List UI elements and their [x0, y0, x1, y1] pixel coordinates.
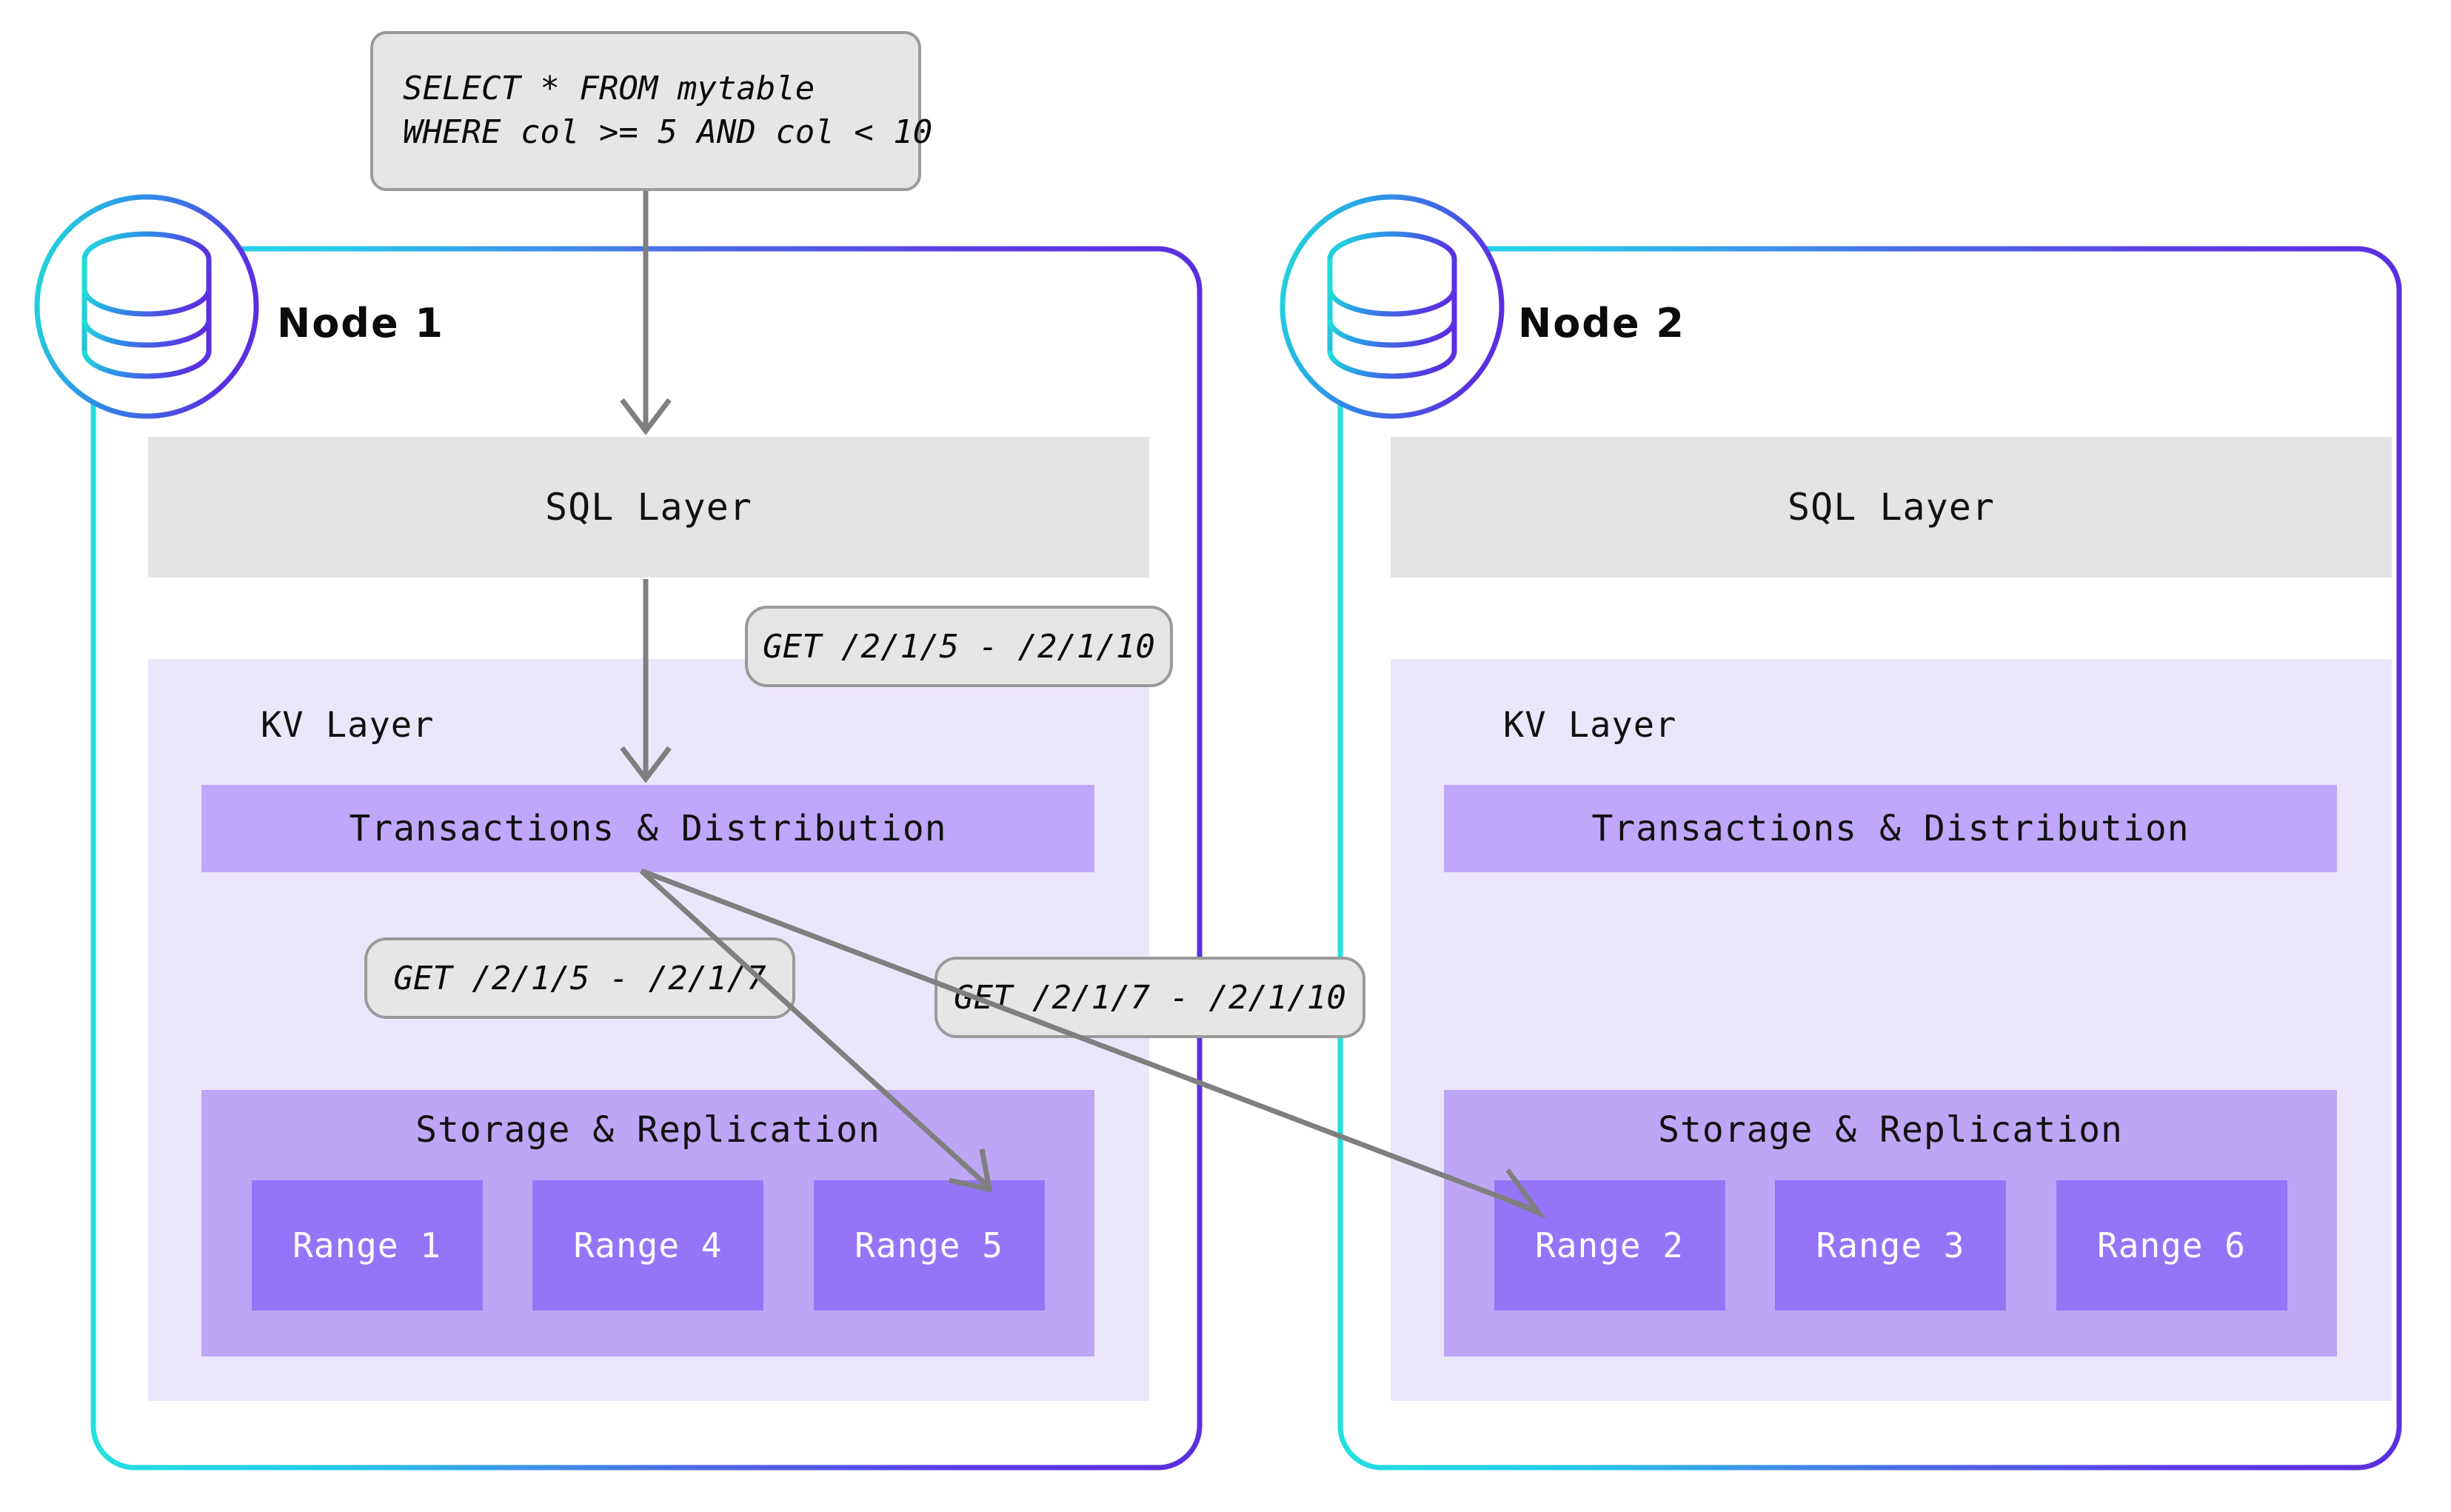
remote-range-request-badge: GET /2/1/7 - /2/1/10: [934, 957, 1365, 1038]
node-1-storage: Storage & Replication Range 1 Range 4 Ra…: [201, 1090, 1094, 1357]
local-range-request-badge: GET /2/1/5 - /2/1/7: [364, 937, 795, 1019]
node-1-icon-circle: [34, 194, 259, 419]
sql-query-box: SELECT * FROM mytable WHERE col >= 5 AND…: [370, 31, 932, 191]
node-1-range-5[interactable]: Range 5: [813, 1180, 1045, 1311]
node-2-range-2[interactable]: Range 2: [1494, 1180, 1725, 1311]
node-2-transactions-label: Transactions & Distribution: [1591, 808, 2190, 849]
node-1-database-icon: [81, 231, 212, 379]
node-2-sql-layer-label: SQL Layer: [1788, 486, 1995, 529]
node-2-title: Node 2: [1518, 300, 1685, 347]
node-1-range-4[interactable]: Range 4: [532, 1180, 763, 1311]
node-2-sql-layer: SQL Layer: [1391, 437, 2392, 578]
node-2-storage-label: Storage & Replication: [1658, 1109, 2123, 1151]
node-1-sql-layer: SQL Layer: [148, 437, 1149, 578]
node-2-range-row: Range 2 Range 3 Range 6: [1444, 1180, 2337, 1311]
sql-query-line-2: WHERE col >= 5 AND col < 10: [403, 113, 933, 151]
node-2-kv-layer-label: KV Layer: [1503, 705, 1677, 746]
sql-query-line-1: SELECT * FROM mytable: [403, 70, 815, 108]
kv-request-badge: GET /2/1/5 - /2/1/10: [745, 606, 1173, 687]
node-1-range-1[interactable]: Range 1: [251, 1180, 483, 1311]
node-2-storage: Storage & Replication Range 2 Range 3 Ra…: [1444, 1090, 2337, 1357]
node-1-transactions: Transactions & Distribution: [201, 785, 1094, 872]
node-1-kv-layer-label: KV Layer: [261, 705, 435, 746]
node-1-title: Node 1: [277, 300, 444, 347]
node-2-range-3[interactable]: Range 3: [1775, 1180, 2006, 1311]
node-2-icon-circle: [1280, 194, 1505, 419]
arrow-query-to-sql-layer: [620, 191, 672, 435]
node-1-transactions-label: Transactions & Distribution: [349, 808, 947, 849]
node-2-transactions: Transactions & Distribution: [1444, 785, 2337, 872]
node-1-storage-label: Storage & Replication: [415, 1109, 880, 1151]
node-1-range-row: Range 1 Range 4 Range 5: [201, 1180, 1094, 1311]
node-1-sql-layer-label: SQL Layer: [545, 486, 752, 529]
node-2-database-icon: [1327, 231, 1457, 379]
node-2-range-6[interactable]: Range 6: [2056, 1180, 2287, 1311]
